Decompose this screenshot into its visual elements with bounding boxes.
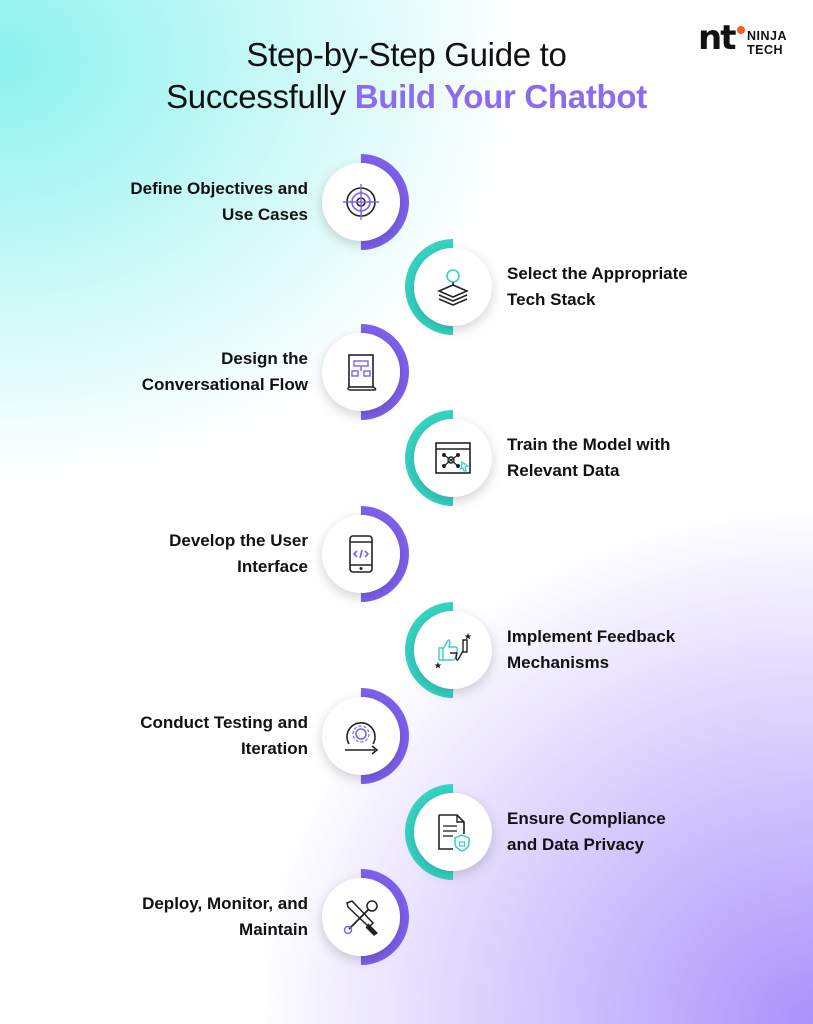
step-4-line-1: Train the Model with: [507, 435, 671, 454]
tools-icon: [343, 900, 379, 936]
title-accent: Build Your Chatbot: [354, 78, 647, 115]
step-2-label: Select the Appropriate Tech Stack: [507, 261, 747, 313]
gear-cycle-icon: [345, 722, 379, 755]
step-4-label: Train the Model with Relevant Data: [507, 432, 747, 484]
step-1-line-2: Use Cases: [221, 205, 308, 224]
step-2-line-1: Select the Appropriate: [507, 264, 688, 283]
step-1-disc: [322, 163, 400, 241]
step-7-disc: [322, 697, 400, 775]
page-title: Step-by-Step Guide to Successfully Build…: [0, 34, 813, 118]
step-9-line-1: Deploy, Monitor, and: [142, 894, 308, 913]
layers-bulb-icon: [437, 269, 469, 306]
step-6-label: Implement Feedback Mechanisms: [507, 624, 747, 676]
title-prefix: Successfully: [166, 78, 346, 115]
step-8-disc: [414, 793, 492, 871]
step-6-line-2: Mechanisms: [507, 653, 610, 672]
step-7-line-1: Conduct Testing and: [140, 713, 308, 732]
step-8-label: Ensure Compliance and Data Privacy: [507, 806, 747, 858]
step-9-disc: [322, 878, 400, 956]
step-5-line-1: Develop the User: [169, 531, 308, 550]
step-7-line-2: Iteration: [240, 739, 308, 758]
logo-dot: [737, 26, 745, 34]
step-4-line-2: Relevant Data: [507, 461, 620, 480]
network-window-icon: [435, 442, 471, 474]
logo-text-line-1: NINJA: [747, 29, 788, 43]
title-line-1: Step-by-Step Guide to: [246, 36, 567, 73]
step-6-disc: [414, 611, 492, 689]
document-shield-icon: [438, 814, 470, 852]
thumbs-feedback-icon: [434, 633, 472, 669]
title-line-2: Successfully Build Your Chatbot: [0, 76, 813, 118]
step-3-line-1: Design the: [221, 349, 308, 368]
step-7-label: Conduct Testing and Iteration: [68, 710, 308, 762]
step-3-line-2: Conversational Flow: [141, 375, 308, 394]
flow-scroll-icon: [347, 354, 377, 391]
step-8-line-1: Ensure Compliance: [507, 809, 666, 828]
step-1-label: Define Objectives and Use Cases: [68, 176, 308, 228]
step-3-label: Design the Conversational Flow: [68, 346, 308, 398]
mobile-code-icon: [349, 535, 373, 573]
logo-text-line-2: TECH: [747, 43, 784, 57]
logo-mark: nt: [698, 18, 736, 58]
step-6-line-1: Implement Feedback: [507, 627, 676, 646]
step-4-disc: [414, 419, 492, 497]
step-5-label: Develop the User Interface: [68, 528, 308, 580]
step-9-label: Deploy, Monitor, and Maintain: [68, 891, 308, 943]
step-8-line-2: and Data Privacy: [507, 835, 645, 854]
ninja-tech-logo: nt NINJA TECH: [698, 18, 798, 60]
step-5-line-2: Interface: [237, 557, 308, 576]
step-1-line-1: Define Objectives and: [130, 179, 308, 198]
step-9-line-2: Maintain: [239, 920, 308, 939]
target-icon: [343, 184, 379, 220]
step-2-disc: [414, 248, 492, 326]
step-2-line-2: Tech Stack: [507, 290, 596, 309]
step-5-disc: [322, 515, 400, 593]
step-3-disc: [322, 333, 400, 411]
